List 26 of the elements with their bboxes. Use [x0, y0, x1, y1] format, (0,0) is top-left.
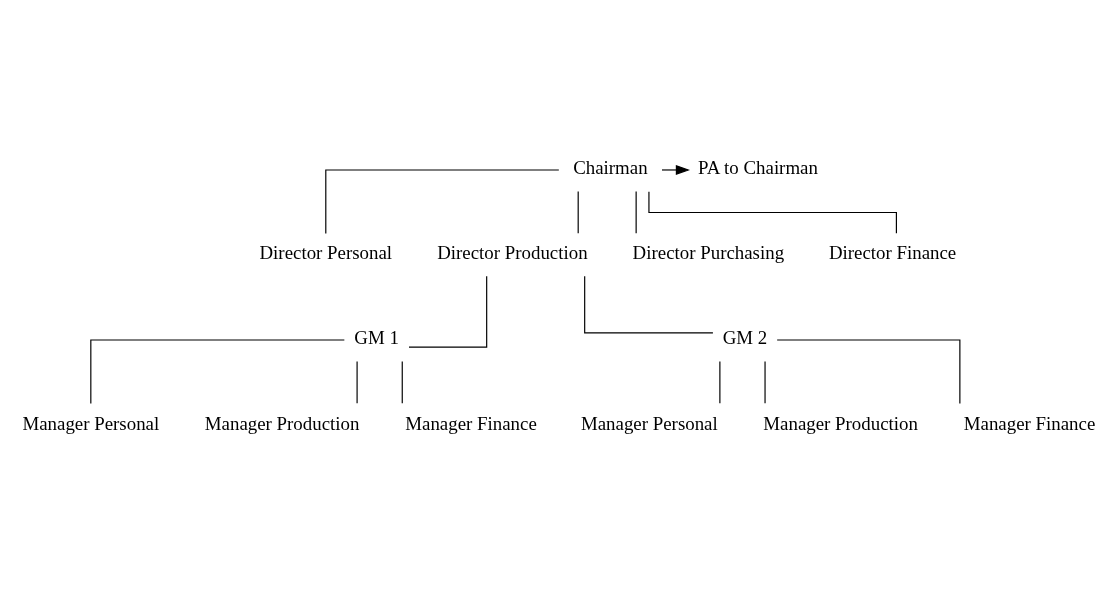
connector — [401, 360, 403, 404]
node-text: Director Production — [437, 241, 588, 263]
connector — [648, 190, 897, 234]
node-text: PA to Chairman — [698, 156, 818, 178]
connector — [635, 190, 637, 234]
node-text: GM 2 — [722, 326, 768, 348]
connector — [408, 275, 488, 348]
node-text: GM 1 — [354, 326, 399, 348]
connector — [90, 338, 345, 404]
connector — [584, 275, 714, 333]
node-text: Manager Finance — [405, 412, 537, 434]
node-text: Manager Personal — [580, 412, 718, 434]
node-text: Director Personal — [259, 241, 393, 263]
connector — [356, 360, 358, 404]
arrow — [661, 164, 690, 175]
node-text: Director Finance — [828, 241, 957, 263]
node-text: Director Purchasing — [632, 241, 785, 263]
node-text: Manager Production — [763, 412, 918, 434]
node-text: Chairman — [573, 156, 648, 178]
connector — [776, 338, 961, 404]
node-text: Manager Personal — [22, 412, 160, 434]
connector — [577, 190, 579, 234]
connector — [325, 168, 560, 234]
node-text: Manager Production — [204, 412, 360, 434]
node-text: Manager Finance — [963, 412, 1096, 434]
connector — [719, 360, 721, 404]
